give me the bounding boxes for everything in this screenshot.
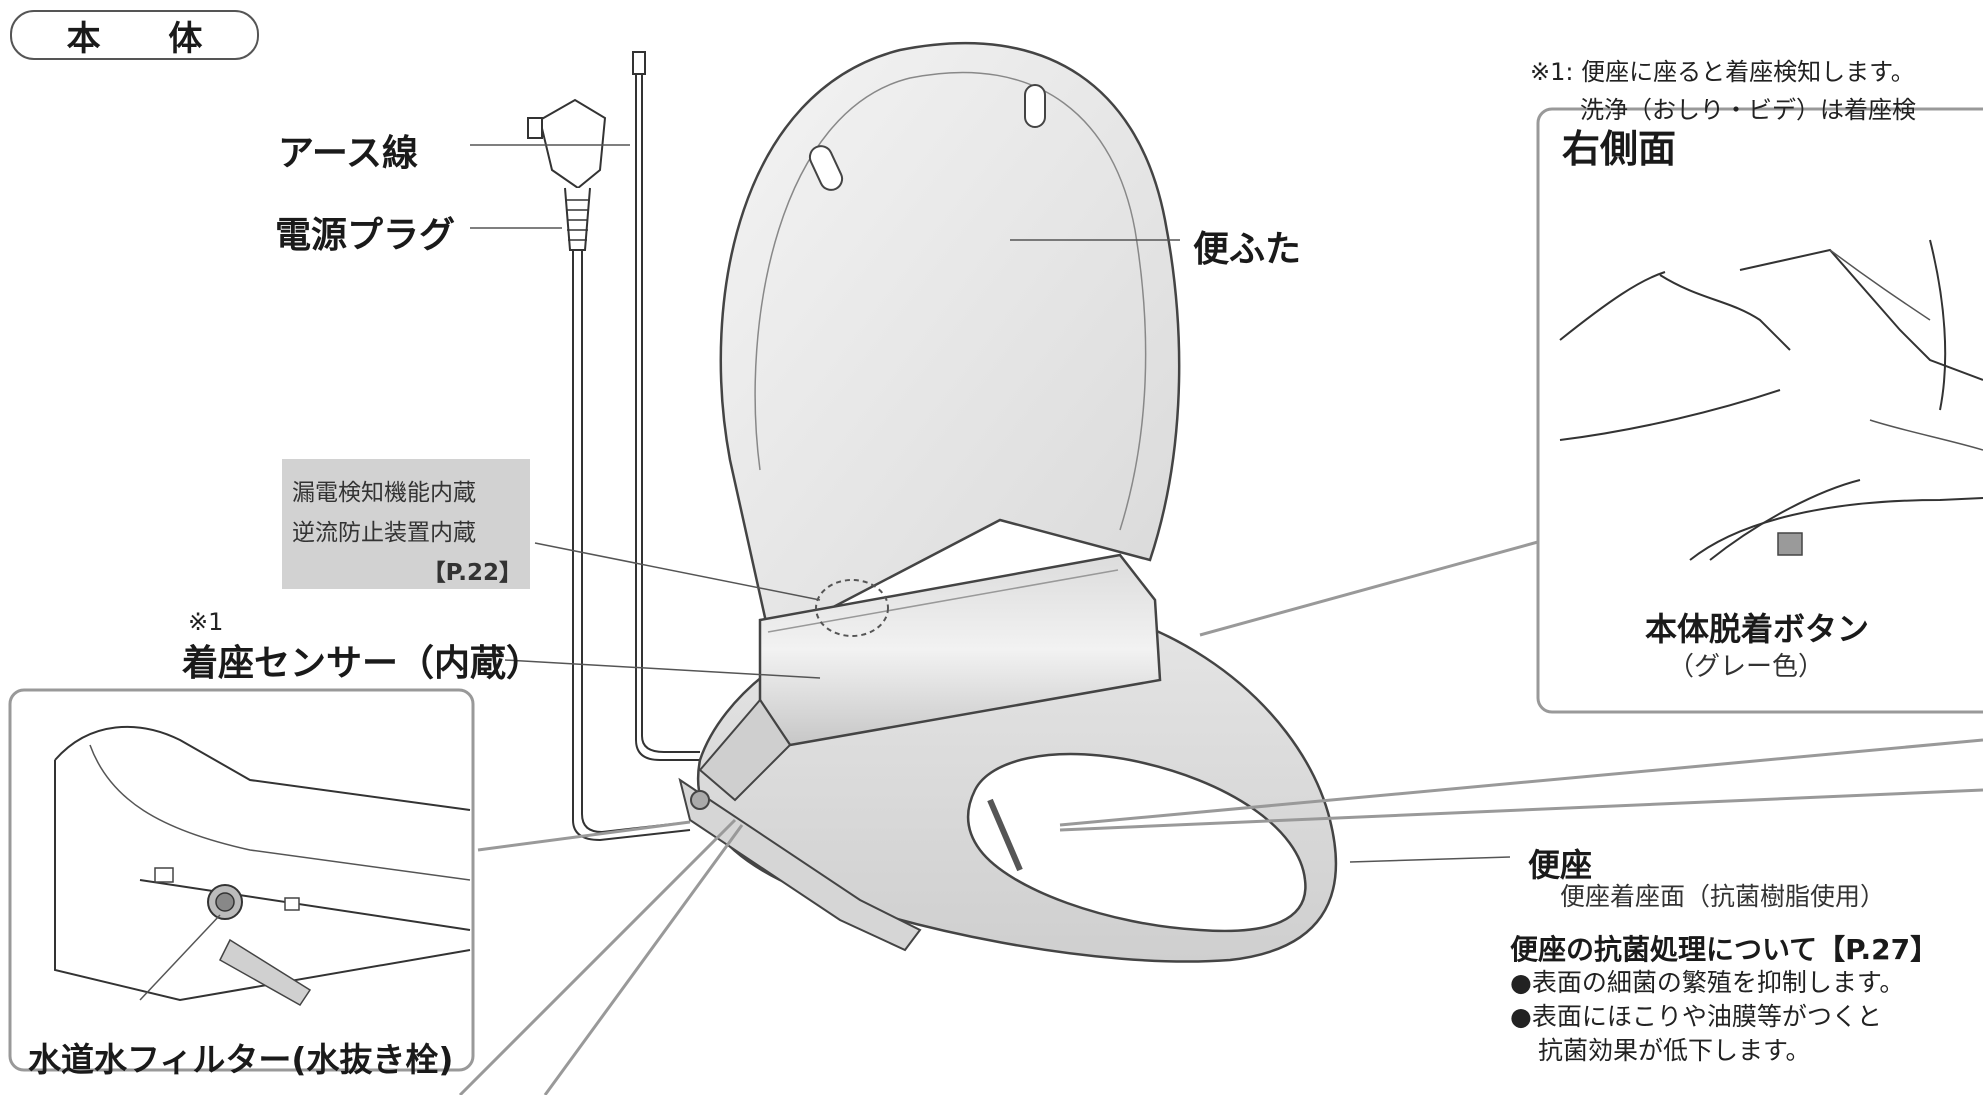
note-ref1-line1: ※1: 便座に座ると着座検知します。 — [1530, 58, 1915, 86]
label-lid: 便ふた — [1193, 229, 1302, 270]
section-title: 本 体 — [10, 10, 259, 60]
label-release-button-color: （グレー色） — [1668, 652, 1825, 682]
label-water-filter: 水道水フィルター(水抜き栓) — [28, 1040, 454, 1079]
sensor-note-mark: ※1 — [188, 608, 224, 636]
label-release-button: 本体脱着ボタン — [1645, 610, 1870, 648]
label-power-plug: 電源プラグ — [275, 215, 456, 256]
release-button-swatch — [1777, 532, 1803, 556]
antibacterial-bullet-1: ●表面の細菌の繁殖を抑制します。 — [1510, 968, 1905, 997]
antibacterial-bullet-3: 抗菌効果が低下します。 — [1538, 1036, 1811, 1065]
label-earth-wire: アース線 — [278, 133, 419, 174]
filter-detail-callout — [8, 688, 475, 1072]
antibacterial-bullet-2: ●表面にほこりや油膜等がつくと — [1510, 1002, 1882, 1031]
label-seat-surface: 便座着座面（抗菌樹脂使用） — [1560, 882, 1886, 911]
seat-hinge-body — [690, 553, 1162, 810]
label-seat-sensor: 着座センサー（内蔵） — [182, 643, 543, 684]
toilet-lid — [719, 41, 1181, 642]
earth-wire — [632, 51, 700, 761]
leak-box-line2: 逆流防止装置内蔵 — [292, 520, 476, 546]
antibacterial-heading: 便座の抗菌処理について【P.27】 — [1510, 933, 1939, 966]
leak-detection-box: 漏電検知機能内蔵 逆流防止装置内蔵 【P.22】 — [282, 459, 530, 589]
note-ref1-line2: 洗浄（おしり・ビデ）は着座検 — [1580, 96, 1916, 124]
leader-lines — [215, 144, 1791, 1021]
label-seat: 便座 — [1528, 846, 1593, 884]
leak-box-line1: 漏電検知機能内蔵 — [292, 480, 476, 506]
leak-box-ref: 【P.22】 — [422, 560, 522, 586]
right-side-callout — [1536, 107, 1983, 714]
right-side-title: 右側面 — [1562, 127, 1677, 171]
power-plug — [527, 98, 691, 842]
callout-connectors — [458, 538, 1983, 1095]
